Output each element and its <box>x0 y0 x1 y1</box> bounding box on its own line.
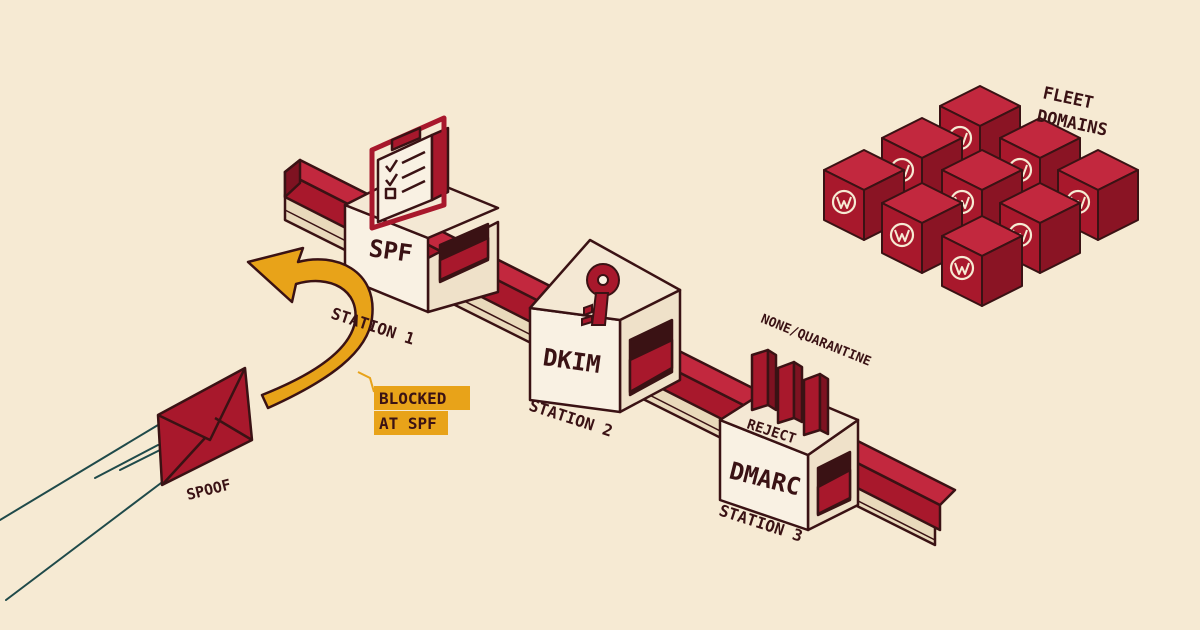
clipboard-checklist-icon <box>369 115 450 231</box>
wordpress-logo-icon <box>949 255 975 281</box>
wordpress-logo-icon <box>889 222 915 248</box>
station-dkim <box>528 238 682 414</box>
blocked-callout: BLOCKED AT SPF <box>357 371 470 435</box>
blocked-label-line1: BLOCKED <box>379 389 446 408</box>
blocked-arrow <box>246 246 374 410</box>
wordpress-logo-icon <box>831 189 857 215</box>
spoof-label: SPOOF <box>185 475 233 503</box>
spf-station-name: SPF <box>367 234 414 268</box>
fleet-domains-cubes <box>823 85 1139 307</box>
policy-blocks-icon <box>750 348 830 437</box>
blocked-label-line2: AT SPF <box>379 414 437 433</box>
fleet-domain-cube <box>941 215 1023 307</box>
key-icon <box>581 263 620 327</box>
envelope-icon <box>156 366 254 487</box>
motion-lines <box>0 424 166 601</box>
